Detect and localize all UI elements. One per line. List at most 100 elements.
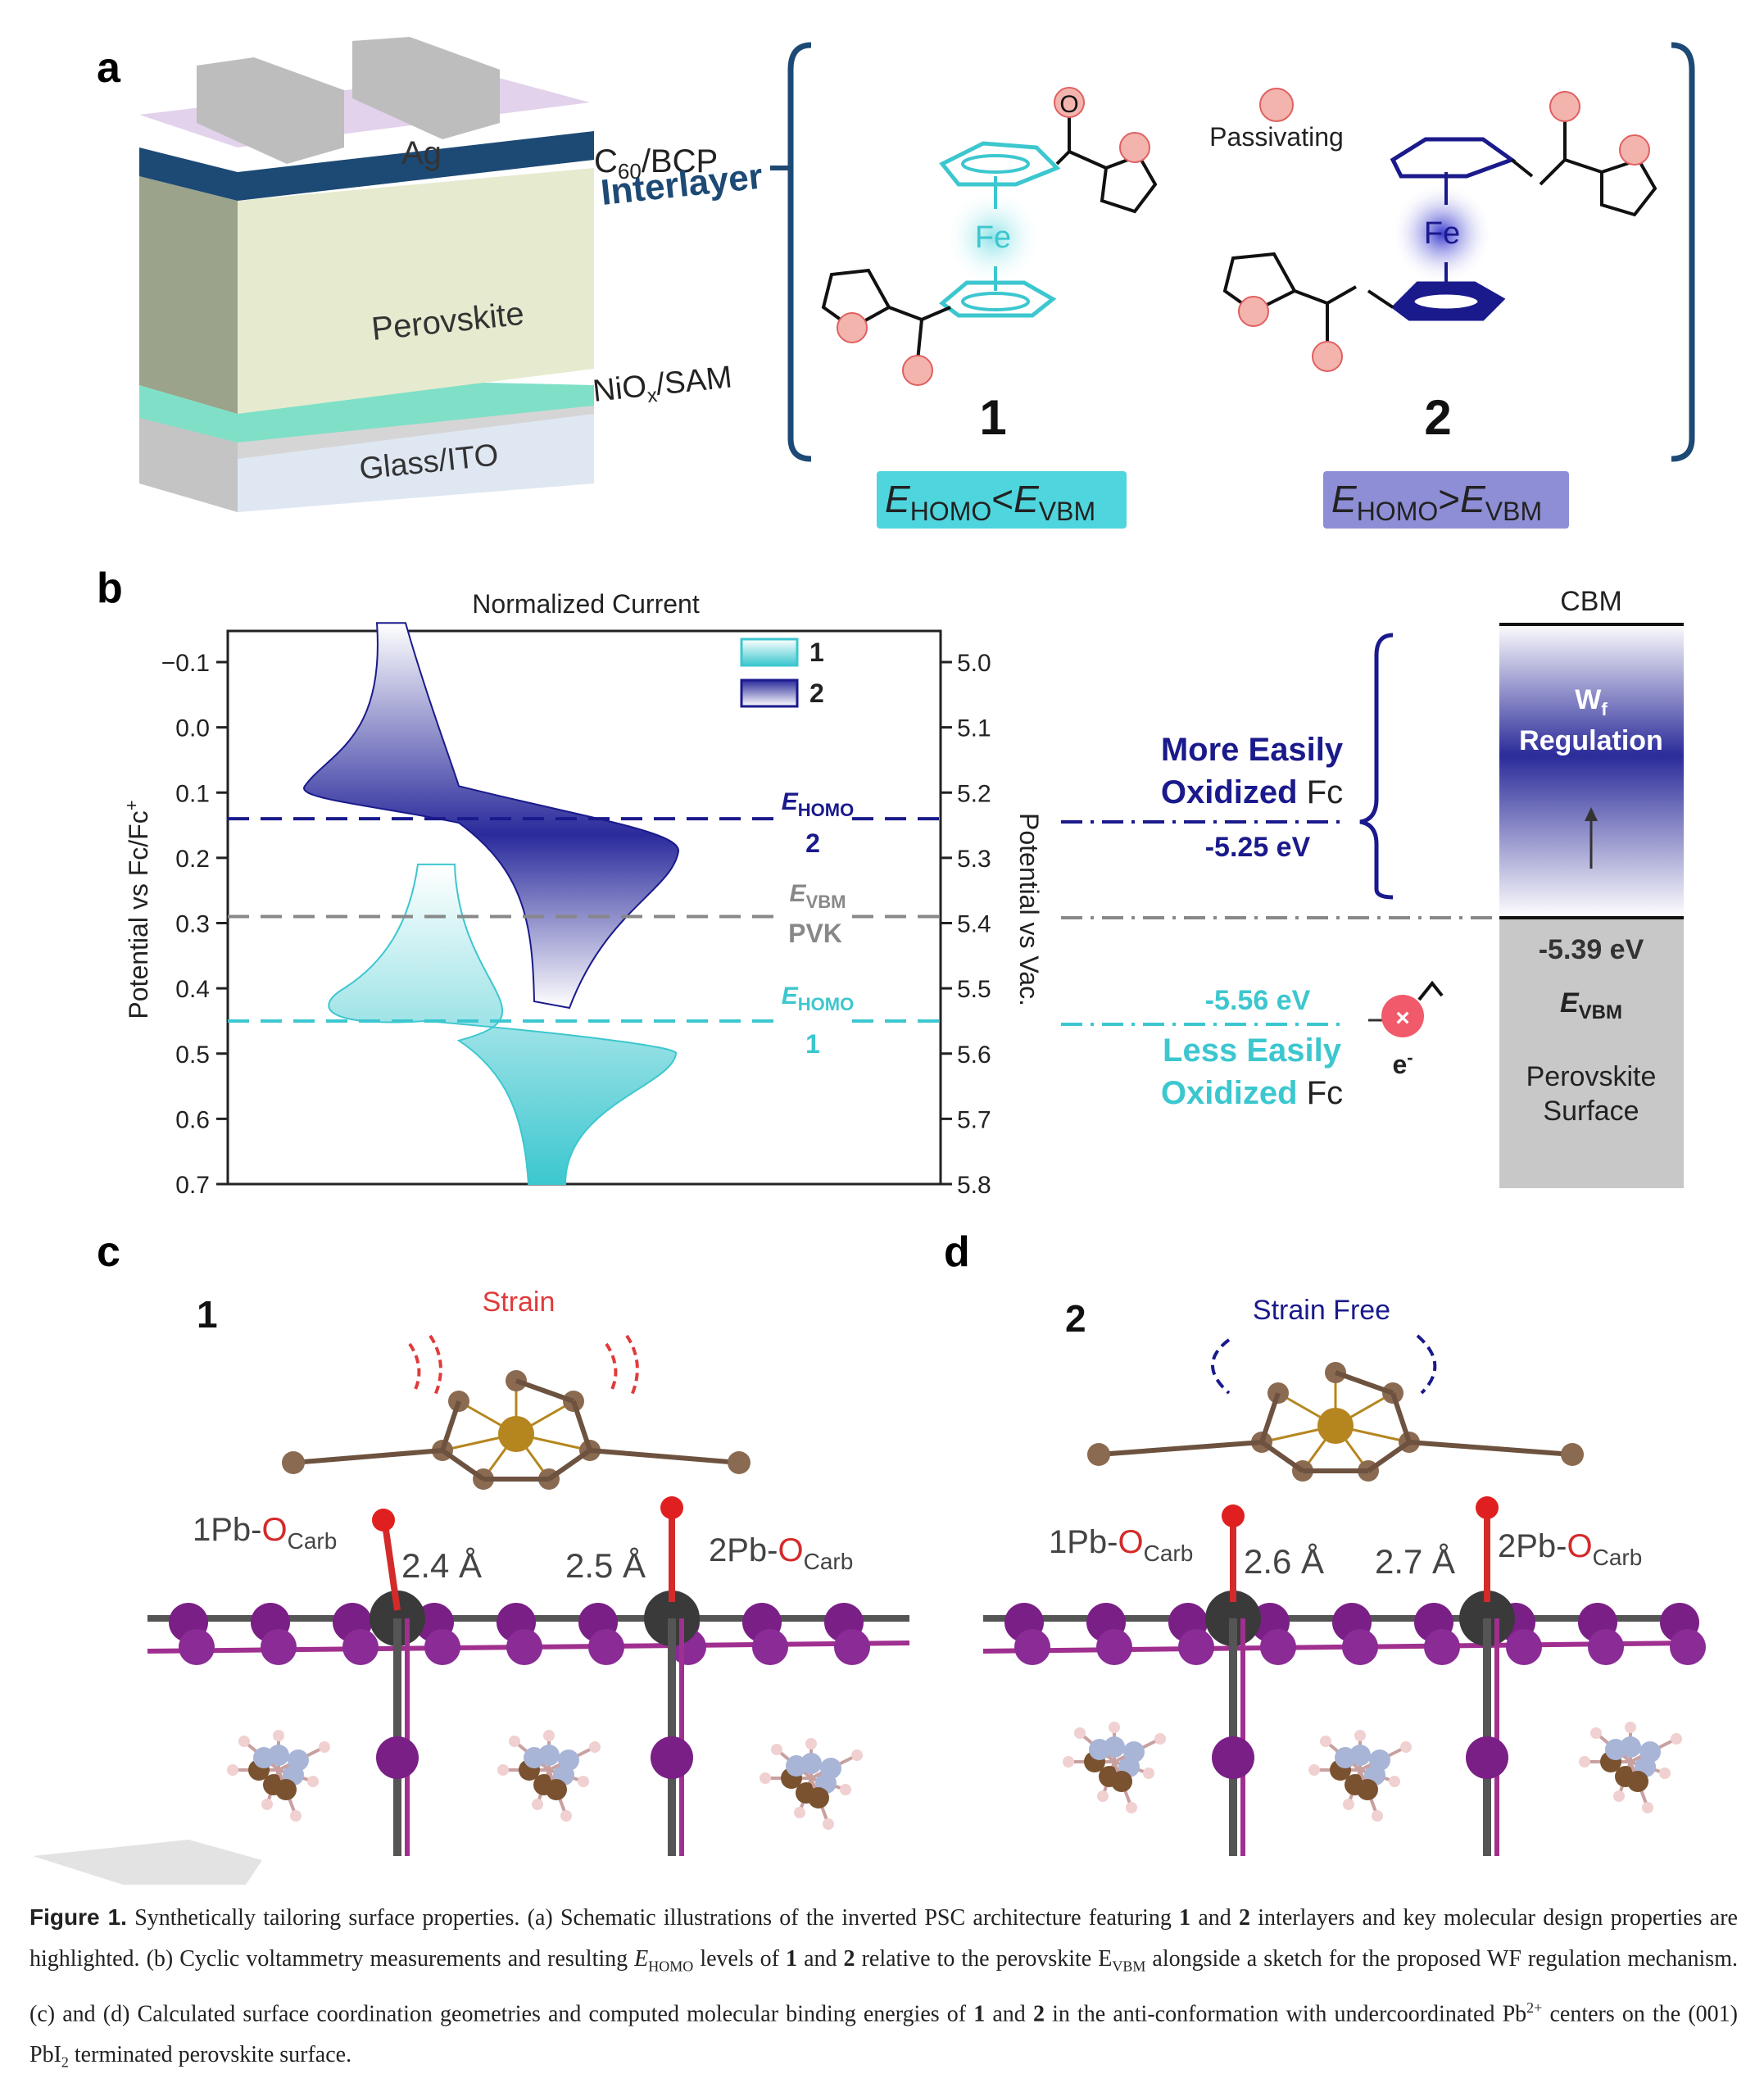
ag-electrode-2 <box>352 37 500 139</box>
label-niox: NiOx/SAM <box>592 360 734 413</box>
mol2-number: 2 <box>1424 390 1451 445</box>
eq1-highlight <box>877 471 1127 529</box>
right-tick-label: 5.6 <box>957 1042 991 1069</box>
caption-text: relative to the perovskite E <box>855 1946 1113 1972</box>
panel-letter-c: c <box>97 1228 120 1276</box>
panel-d-number: 2 <box>1065 1297 1086 1340</box>
right-tick-label: 5.8 <box>957 1172 991 1199</box>
caption-text: centers on the (001) PbI <box>29 2000 1738 2067</box>
caption-text: and <box>985 2000 1033 2026</box>
sketch-evbm-label: EVBM <box>1560 987 1622 1023</box>
panel-c-structure <box>147 1334 910 1856</box>
caption-bold: 1 <box>786 1946 798 1972</box>
left-tick-label: 0.3 <box>175 911 210 938</box>
cv-plot-frame <box>226 629 942 1186</box>
panel-letter-d: d <box>944 1228 970 1276</box>
panel-c-dist-1: 2.4 Å <box>401 1546 482 1585</box>
left-tick-label: 0.4 <box>175 976 210 1003</box>
panel-d-dist-1: 2.6 Å <box>1244 1542 1324 1581</box>
device-stack <box>139 37 594 512</box>
more-oxidized-label: Oxidized Fc <box>1161 774 1343 810</box>
cv-curve-series-2 <box>303 622 680 1010</box>
caption-bold: 1 <box>973 2000 986 2026</box>
electron-removed-icon <box>1381 995 1424 1037</box>
glass-layer-front <box>238 414 594 512</box>
caption-text: terminated perovskite surface. <box>68 2041 352 2067</box>
pvk-label: PVK <box>788 919 842 948</box>
right-bracket <box>1671 42 1695 462</box>
panel-c-1pb-label: 1Pb-OCarb <box>193 1512 337 1554</box>
ev-minus-525: -5.25 eV <box>1205 832 1311 863</box>
caption-text: and <box>1190 1905 1240 1931</box>
left-tick-label: 0.5 <box>175 1042 210 1069</box>
perovskite-surface-label-2: Surface <box>1543 1096 1639 1127</box>
passivating-legend-dot <box>1259 88 1294 122</box>
cv-left-axis-label: Potential vs Fc/Fc+ <box>121 800 153 1019</box>
watermark-arrow <box>33 1840 262 1885</box>
caption-bold: 1 <box>1179 1905 1191 1931</box>
mol1-o-label: O <box>1059 91 1078 118</box>
cv-right-axis-label: Potential vs Vac. <box>1014 813 1044 1006</box>
caption-text: alongside a sketch for the proposed WF r… <box>29 1946 1738 2026</box>
perovskite-surface-label-1: Perovskite <box>1526 1061 1657 1092</box>
panel-d-structure <box>982 1334 1706 1856</box>
caption-sub: VBM <box>1112 1958 1146 1975</box>
right-tick-label: 5.5 <box>957 976 991 1003</box>
evbm-label: EVBM <box>790 880 846 912</box>
label-ag: Ag <box>401 135 442 171</box>
caption-bold: 2 <box>1032 2000 1045 2026</box>
left-tick-label: 0.0 <box>175 715 210 742</box>
legend-swatch-1 <box>740 638 799 667</box>
left-tick-label: 0.6 <box>175 1106 210 1133</box>
panel-d-1pb-label: 1Pb-OCarb <box>1049 1524 1193 1566</box>
right-tick-label: 5.7 <box>957 1106 991 1133</box>
wf-gradient-block <box>1499 623 1684 918</box>
caption-text: levels of <box>693 1946 787 1972</box>
interlayer-layer <box>139 131 594 201</box>
panel-d-dist-2: 2.7 Å <box>1375 1542 1455 1581</box>
panel-c-2pb-label: 2Pb-OCarb <box>709 1532 853 1574</box>
caption-lead: Figure 1. <box>29 1904 127 1930</box>
caption-italic: E <box>634 1946 649 1972</box>
caption-bold: 2 <box>1239 1905 1251 1931</box>
panel-letter-b: b <box>97 565 123 612</box>
ehomo2-label: EHOMO <box>782 788 854 820</box>
panel-c-number: 1 <box>197 1293 218 1336</box>
caption-sub: HOMO <box>648 1958 694 1975</box>
ehomo2-num: 2 <box>805 828 820 858</box>
left-bracket <box>787 42 812 462</box>
wf-arrow-head <box>1585 807 1598 821</box>
mol1-fe-label: Fe <box>975 220 1011 255</box>
electron-label: e- <box>1392 1047 1413 1079</box>
caption-text: Synthetically tailoring surface properti… <box>126 1905 1180 1931</box>
left-tick-label: −0.1 <box>161 650 210 677</box>
figure-caption: Figure 1. Synthetically tailoring surfac… <box>29 1897 1738 2083</box>
ehomo1-num: 1 <box>805 1029 820 1059</box>
eq2-highlight <box>1323 471 1569 529</box>
strain-label: Strain <box>483 1287 556 1318</box>
perovskite-layer-left <box>139 176 238 414</box>
eq2-text: EHOMO>EVBM <box>1331 478 1542 526</box>
label-c60: C60/BCP <box>594 143 718 184</box>
panel-d-2pb-label: 2Pb-OCarb <box>1498 1528 1642 1570</box>
right-tick-label: 5.1 <box>957 715 991 742</box>
less-oxidized-label: Oxidized Fc <box>1161 1075 1343 1111</box>
panel-c-dist-2: 2.5 Å <box>565 1546 646 1585</box>
evbm-value-label: -5.39 eV <box>1539 934 1644 965</box>
molecule-2-structure <box>1222 91 1657 372</box>
ev-minus-556: -5.56 eV <box>1205 985 1311 1016</box>
wf-label: Wf <box>1575 684 1608 719</box>
eq1-text: EHOMO<EVBM <box>885 478 1095 526</box>
wf-sketch: × <box>1061 623 1684 1188</box>
caption-sup: 2+ <box>1526 1999 1543 2016</box>
caption-text: and <box>797 1946 844 1972</box>
figure-canvas: a Ag C60/BCP Interlayer Perovskite NiOx/… <box>33 37 1706 1885</box>
cbm-label: CBM <box>1560 586 1622 617</box>
strain-free-label: Strain Free <box>1253 1295 1390 1326</box>
cv-title: Normalized Current <box>472 589 700 619</box>
caption-text: interlayers and key molecular design pro… <box>29 1905 1738 1972</box>
perovskite-layer <box>139 168 594 414</box>
curly-brace <box>1359 633 1394 900</box>
cv-curve-series-1 <box>328 863 678 1185</box>
molecule-1-structure <box>821 87 1158 386</box>
